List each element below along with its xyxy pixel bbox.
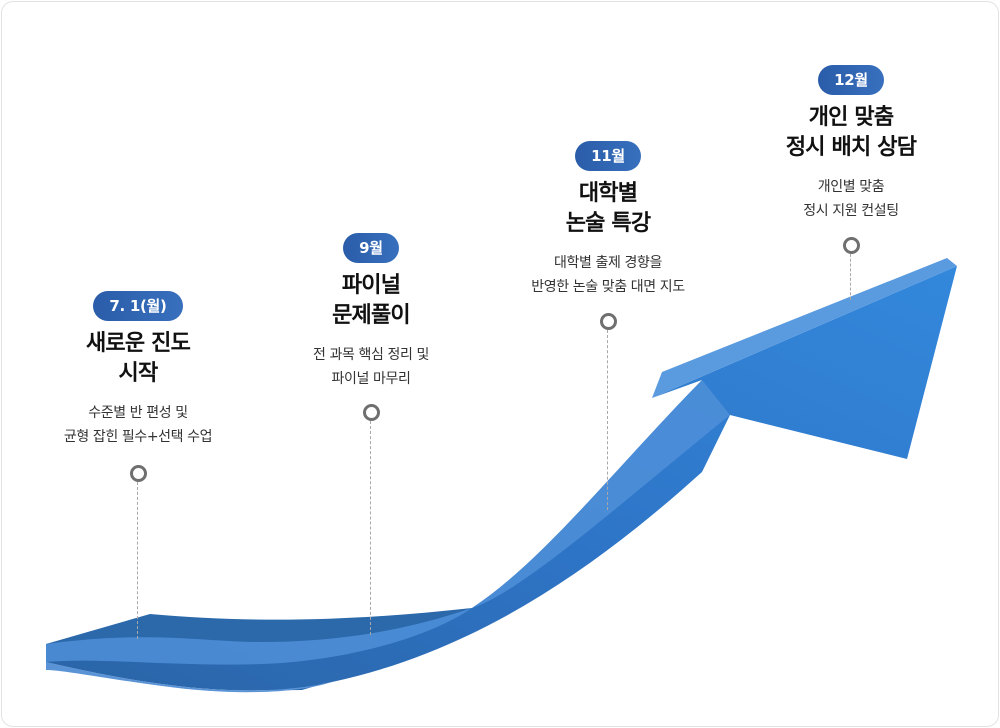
title-line: 문제풀이 [332,303,411,328]
arrow-underside [46,662,332,693]
description-line: 대학별 출제 경향을 [554,255,662,271]
arrow-head-bevel [652,258,957,398]
date-badge: 11월 [575,141,641,171]
dashed-guide-line [850,254,851,300]
title-line: 개인 맞춤 [808,105,894,130]
dashed-guide-line [607,330,608,510]
title-line: 대학별 [578,181,638,206]
marker-pin [363,404,380,421]
date-badge: 7. 1(월) [93,291,183,321]
marker-pin [600,313,617,330]
description-line: 개인별 맞춤 [817,179,885,195]
milestone-description: 개인별 맞춤 정시 지원 컨설팅 [721,175,981,223]
milestone-description: 수준별 반 편성 및 균형 잡힌 필수+선택 수업 [8,401,268,449]
dashed-guide-line [370,421,371,635]
date-badge: 12월 [818,65,884,95]
description-line: 수준별 반 편성 및 [88,405,188,421]
milestone-title: 파이널 문제풀이 [241,271,501,331]
arrow-body [46,266,957,691]
milestone-description: 대학별 출제 경향을 반영한 논술 맞춤 대면 지도 [478,251,738,299]
milestone-september: 9월 파이널 문제풀이 전 과목 핵심 정리 및 파이널 마무리 [241,233,501,391]
marker-pin [130,465,147,482]
milestone-november: 11월 대학별 논술 특강 대학별 출제 경향을 반영한 논술 맞춤 대면 지도 [478,141,738,299]
title-line: 정시 배치 상담 [785,135,917,160]
title-line: 새로운 진도 [85,331,191,356]
description-line: 파이널 마무리 [331,371,411,387]
description-line: 균형 잡힌 필수+선택 수업 [63,429,213,445]
title-line: 논술 특강 [565,211,651,236]
title-line: 파이널 [341,273,401,298]
milestone-title: 새로운 진도 시작 [8,329,268,389]
date-badge: 9월 [343,233,399,263]
milestone-title: 대학별 논술 특강 [478,179,738,239]
milestone-title: 개인 맞춤 정시 배치 상담 [721,103,981,163]
description-line: 정시 지원 컨설팅 [803,203,899,219]
milestone-july: 7. 1(월) 새로운 진도 시작 수준별 반 편성 및 균형 잡힌 필수+선택… [8,291,268,449]
description-line: 전 과목 핵심 정리 및 [312,347,430,363]
milestone-description: 전 과목 핵심 정리 및 파이널 마무리 [241,343,501,391]
marker-pin [843,237,860,254]
title-line: 시작 [118,361,159,386]
dashed-guide-line [137,482,138,639]
milestone-december: 12월 개인 맞춤 정시 배치 상담 개인별 맞춤 정시 지원 컨설팅 [721,65,981,223]
arrow-top-bevel [46,380,730,665]
description-line: 반영한 논술 맞춤 대면 지도 [531,279,685,295]
